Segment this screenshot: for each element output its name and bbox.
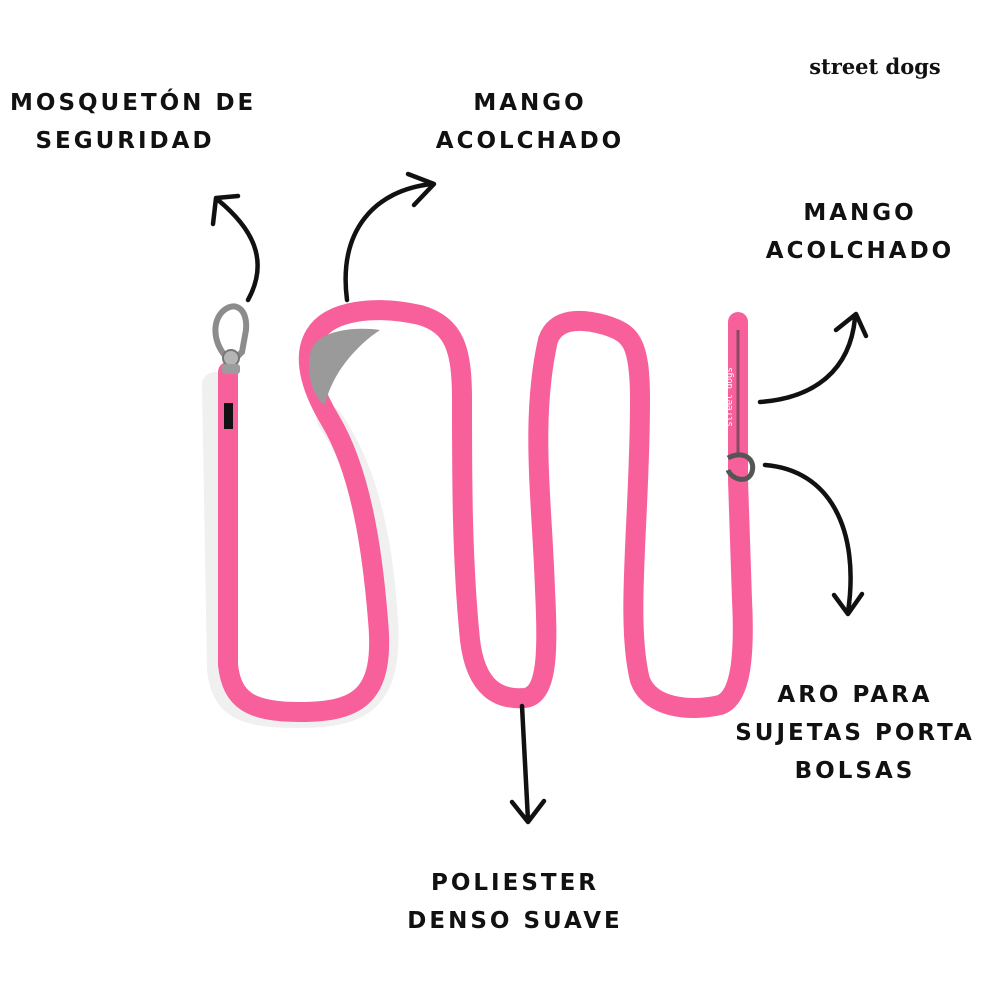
arrow-icon (509, 703, 547, 825)
arrow-icon (210, 193, 260, 303)
d-ring-icon (725, 452, 756, 482)
label-line: ACOLCHADO (435, 128, 625, 154)
label-line: MANGO (803, 200, 917, 226)
arrow-icon (762, 462, 865, 617)
arrow-icon (757, 311, 869, 405)
leash-tag (224, 403, 233, 429)
label-line: SUJETAS PORTA (735, 720, 975, 746)
carabiner-icon (212, 303, 250, 374)
label-line: DENSO SUAVE (407, 908, 623, 934)
leash-shadow (202, 372, 399, 729)
handle-brand-label: street dogs (724, 367, 735, 427)
label-line: MOSQUETÓN DE (10, 90, 257, 116)
label-line: ACOLCHADO (765, 238, 955, 264)
handle-lining-left (308, 328, 380, 405)
arrow-icon (343, 171, 437, 303)
label-line: ARO PARA (777, 682, 933, 708)
label-padded-handle-left: MANGO ACOLCHADO (420, 84, 640, 160)
brand-logo: street dogs (809, 54, 941, 79)
label-material: POLIESTER DENSO SUAVE (405, 864, 625, 940)
label-line: MANGO (473, 90, 587, 116)
label-bag-ring: ARO PARA SUJETAS PORTA BOLSAS (735, 676, 975, 790)
leash-strap (218, 300, 753, 722)
label-line: SEGURIDAD (35, 128, 215, 154)
label-carabiner: MOSQUETÓN DE SEGURIDAD (10, 84, 257, 160)
label-padded-handle-right: MANGO ACOLCHADO (750, 194, 970, 270)
label-line: BOLSAS (794, 758, 916, 784)
label-line: POLIESTER (430, 870, 599, 896)
